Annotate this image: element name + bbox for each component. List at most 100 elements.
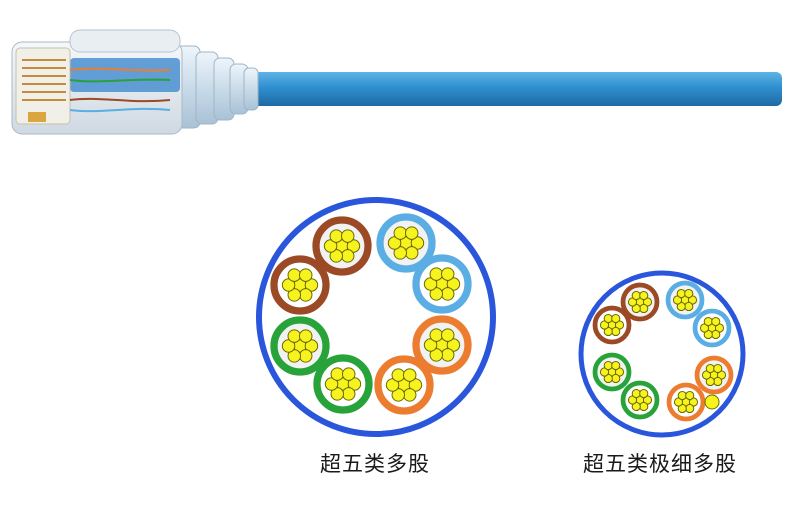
cable-jacket (240, 72, 782, 106)
copper-strand (385, 378, 400, 392)
conductor-blue (412, 254, 472, 314)
internal-wires (69, 67, 171, 113)
contact-pins (22, 59, 66, 101)
conductor-orange (374, 355, 434, 415)
copper-strand (404, 226, 419, 240)
copper-strand (684, 288, 694, 299)
copper-strand (611, 360, 621, 371)
conductor-brown (270, 255, 330, 315)
copper-strand (329, 249, 344, 263)
copper-strand (298, 288, 313, 302)
cross-section-ultrafine (578, 270, 746, 438)
copper-strand (423, 277, 438, 291)
copper-strand (631, 290, 641, 301)
conductor-brown (592, 305, 632, 345)
copper-strand (713, 376, 723, 387)
copper-strand (287, 329, 302, 343)
conductor-blue (665, 280, 705, 320)
copper-strand (705, 363, 715, 374)
copper-strand (713, 363, 723, 374)
conductor-blue (376, 213, 436, 273)
conductor-orange (412, 315, 472, 375)
copper-strand (323, 239, 338, 253)
caption-ultrafine-stranded: 超五类极细多股 (583, 452, 737, 476)
copper-strand (287, 349, 302, 363)
conductor-blue (692, 308, 732, 348)
copper-strand (429, 267, 444, 281)
conductor-orange (666, 382, 706, 422)
rj45-plug (11, 29, 183, 135)
conductor-orange (694, 355, 734, 395)
copper-strand (684, 301, 694, 312)
copper-strand (391, 368, 406, 382)
conductor-brown (620, 282, 660, 322)
copper-strand (711, 329, 721, 340)
copper-strand (387, 236, 402, 250)
copper-strand (685, 403, 695, 414)
copper-strand (603, 360, 613, 371)
copper-strand (446, 338, 461, 352)
copper-strand (281, 339, 296, 353)
copper-strand (340, 229, 355, 243)
copper-strand (429, 287, 444, 301)
copper-strand (393, 246, 408, 260)
copper-strand (393, 226, 408, 240)
copper-strand (304, 339, 319, 353)
conductor-green (592, 352, 632, 392)
copper-strand (440, 348, 455, 362)
copper-strand (639, 303, 649, 314)
copper-strand (685, 390, 695, 401)
copper-strand (298, 268, 313, 282)
copper-strand (346, 239, 361, 253)
conductor-green (620, 380, 660, 420)
copper-strand (711, 316, 721, 327)
copper-strand (404, 246, 419, 260)
copper-strand (402, 368, 417, 382)
copper-strand (298, 349, 313, 363)
copper-strand (639, 388, 649, 399)
filler-strand (704, 394, 720, 410)
copper-strand (347, 377, 362, 391)
copper-strand (402, 388, 417, 402)
copper-strand (423, 338, 438, 352)
copper-strand (603, 313, 613, 324)
copper-strand (611, 326, 621, 337)
copper-strand (631, 388, 641, 399)
conductor-green (270, 316, 330, 376)
copper-strand (340, 249, 355, 263)
copper-strand (611, 313, 621, 324)
copper-strand (429, 348, 444, 362)
copper-strand (440, 267, 455, 281)
copper-strand (287, 288, 302, 302)
conductor-green (313, 354, 373, 414)
copper-strand (341, 367, 356, 381)
copper-strand (676, 288, 686, 299)
copper-strand (329, 229, 344, 243)
copper-strand (677, 390, 687, 401)
copper-strand (341, 387, 356, 401)
copper-strand (639, 401, 649, 412)
copper-strand (440, 328, 455, 342)
copper-strand (410, 236, 425, 250)
conductor-brown (312, 216, 372, 276)
copper-strand (703, 316, 713, 327)
copper-strand (298, 329, 313, 343)
copper-strand (611, 373, 621, 384)
copper-strand (281, 278, 296, 292)
cross-section-standard (256, 197, 496, 437)
copper-strand (391, 388, 406, 402)
copper-strand (324, 377, 339, 391)
strain-relief-boot (169, 45, 259, 129)
copper-strand (440, 287, 455, 301)
copper-strand (429, 328, 444, 342)
copper-strand (287, 268, 302, 282)
copper-strand (408, 378, 423, 392)
copper-strand (639, 290, 649, 301)
copper-strand (330, 367, 345, 381)
caption-standard-stranded: 超五类多股 (320, 452, 430, 476)
copper-strand (304, 278, 319, 292)
copper-strand (446, 277, 461, 291)
patch-cable (11, 29, 782, 135)
